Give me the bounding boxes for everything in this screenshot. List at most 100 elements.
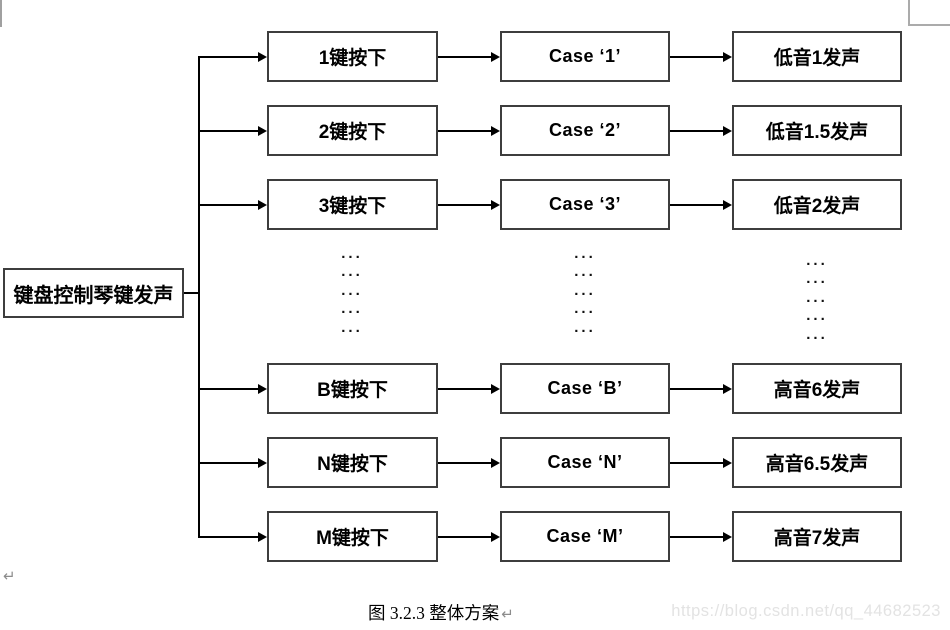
connector-line (438, 461, 492, 464)
ellipsis-column: ... ... ... ... ... (322, 245, 382, 338)
case-label: Case ‘B’ (547, 378, 623, 398)
arrowhead-icon (258, 125, 267, 136)
arrowhead-icon (723, 125, 732, 136)
connector-line (670, 535, 724, 538)
sound-box[interactable]: 低音2发声 (732, 179, 902, 230)
arrowhead-icon (491, 457, 500, 468)
key-press-box[interactable]: M键按下 (267, 511, 438, 562)
case-box[interactable]: Case ‘3’ (500, 179, 670, 230)
key-press-box[interactable]: B键按下 (267, 363, 438, 414)
flow-row: 1键按下 Case ‘1’ 低音1发声 (0, 31, 950, 82)
key-press-label: 3键按下 (318, 196, 387, 217)
case-label: Case ‘3’ (548, 194, 622, 214)
arrowhead-icon (723, 199, 732, 210)
case-box[interactable]: Case ‘2’ (500, 105, 670, 156)
key-press-box[interactable]: 1键按下 (267, 31, 438, 82)
case-label: Case ‘2’ (548, 120, 622, 140)
ellipsis: ... (341, 245, 363, 262)
key-press-label: N键按下 (317, 454, 388, 475)
arrowhead-icon (723, 531, 732, 542)
flow-row: N键按下 Case ‘N’ 高音6.5发声 (0, 437, 950, 488)
connector-line (670, 387, 724, 390)
connector-line (184, 292, 199, 294)
flow-row: M键按下 Case ‘M’ 高音7发声 (0, 511, 950, 562)
key-press-box[interactable]: N键按下 (267, 437, 438, 488)
flow-row: B键按下 Case ‘B’ 高音6发声 (0, 363, 950, 414)
arrowhead-icon (491, 383, 500, 394)
key-press-box[interactable]: 3键按下 (267, 179, 438, 230)
connector-line (438, 55, 492, 58)
connector-line (199, 129, 259, 132)
sound-label: 低音2发声 (773, 196, 861, 217)
connector-line (199, 55, 259, 58)
arrowhead-icon (723, 383, 732, 394)
ellipsis: ... (574, 281, 596, 299)
connector-line (438, 203, 492, 206)
ellipsis: ... (574, 318, 596, 336)
case-box[interactable]: Case ‘N’ (500, 437, 670, 488)
sound-box[interactable]: 低音1.5发声 (732, 105, 902, 156)
flow-row: 3键按下 Case ‘3’ 低音2发声 (0, 179, 950, 230)
sound-box[interactable]: 高音7发声 (732, 511, 902, 562)
arrowhead-icon (491, 199, 500, 210)
text-cursor-mark (0, 0, 2, 27)
case-label: Case ‘N’ (547, 452, 623, 472)
case-label: Case ‘M’ (546, 526, 624, 546)
figure-caption: 图 3.2.3 整体方案↵ (368, 600, 514, 625)
arrowhead-icon (491, 125, 500, 136)
sound-box[interactable]: 高音6发声 (732, 363, 902, 414)
key-press-label: M键按下 (316, 528, 389, 549)
arrowhead-icon (258, 199, 267, 210)
ellipsis: ... (806, 252, 828, 269)
ellipsis: ... (806, 325, 828, 343)
arrowhead-icon (723, 457, 732, 468)
ellipsis: ... (806, 307, 828, 325)
paragraph-return-mark-icon: ↵ (3, 567, 16, 585)
arrowhead-icon (258, 51, 267, 62)
connector-line (199, 203, 259, 206)
connector-line (670, 461, 724, 464)
root-box-label: 键盘控制琴键发声 (13, 284, 174, 307)
key-press-box[interactable]: 2键按下 (267, 105, 438, 156)
frame-corner-line (908, 0, 910, 26)
ellipsis: ... (341, 318, 363, 336)
key-press-label: 1键按下 (318, 48, 387, 69)
ellipsis: ... (574, 245, 596, 262)
sound-box[interactable]: 高音6.5发声 (732, 437, 902, 488)
arrowhead-icon (258, 383, 267, 394)
sound-label: 高音6.5发声 (765, 454, 869, 475)
arrowhead-icon (258, 457, 267, 468)
connector-line (199, 535, 259, 538)
arrowhead-icon (258, 531, 267, 542)
arrowhead-icon (491, 531, 500, 542)
connector-line (670, 129, 724, 132)
paragraph-return-mark-icon: ↵ (501, 605, 514, 623)
figure-caption-text: 图 3.2.3 整体方案 (368, 603, 500, 623)
connector-line (438, 387, 492, 390)
case-box[interactable]: Case ‘B’ (500, 363, 670, 414)
watermark: https://blog.csdn.net/qq_44682523 (671, 602, 941, 620)
connector-line (199, 387, 259, 390)
connector-trunk-line (198, 55, 200, 538)
arrowhead-icon (491, 51, 500, 62)
frame-corner-line (908, 24, 950, 26)
ellipsis: ... (341, 300, 363, 318)
sound-label: 低音1.5发声 (765, 122, 869, 143)
ellipsis-column: ... ... ... ... ... (555, 245, 615, 338)
case-box[interactable]: Case ‘M’ (500, 511, 670, 562)
sound-box[interactable]: 低音1发声 (732, 31, 902, 82)
sound-label: 高音7发声 (773, 528, 861, 549)
ellipsis: ... (574, 263, 596, 281)
connector-line (199, 461, 259, 464)
connector-line (438, 129, 492, 132)
connector-line (670, 203, 724, 206)
case-box[interactable]: Case ‘1’ (500, 31, 670, 82)
ellipsis: ... (806, 288, 828, 306)
ellipsis: ... (574, 300, 596, 318)
connector-line (438, 535, 492, 538)
ellipsis: ... (806, 270, 828, 288)
root-box[interactable]: 键盘控制琴键发声 (3, 268, 184, 318)
flow-row: 2键按下 Case ‘2’ 低音1.5发声 (0, 105, 950, 156)
ellipsis-column: ... ... ... ... ... (787, 252, 847, 345)
